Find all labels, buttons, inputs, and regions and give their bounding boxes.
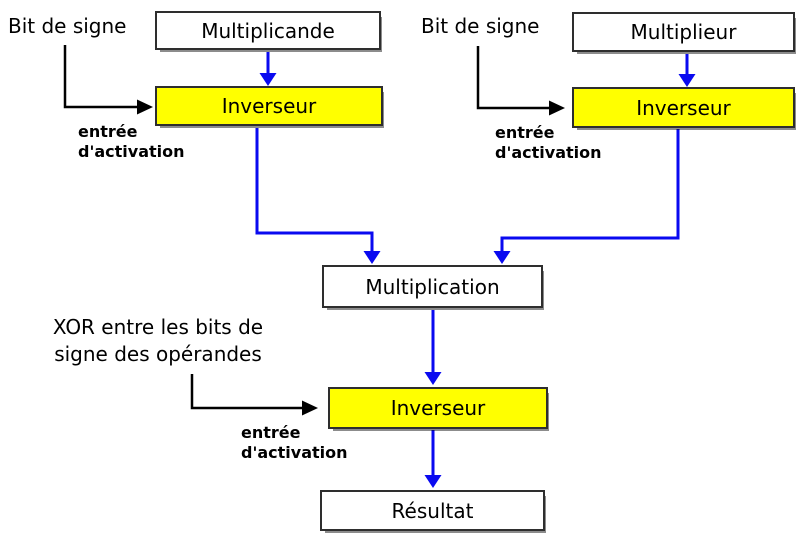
activation-label-bottom-line1: entrée (241, 423, 301, 442)
arrow-signbit-right-to-inverseur (476, 46, 565, 116)
activation-label-right: entrée d'activation (495, 123, 602, 163)
box-multiplication-label: Multiplication (365, 274, 500, 299)
box-inverseur-right: Inverseur (572, 87, 795, 128)
box-inverseur-left: Inverseur (155, 86, 383, 126)
arrow-multiplication-to-inverseur (424, 310, 442, 385)
xor-label-line1: XOR entre les bits de (52, 315, 264, 339)
box-inverseur-bottom-label: Inverseur (390, 396, 486, 420)
activation-label-left: entrée d'activation (78, 122, 185, 162)
box-inverseur-left-label: Inverseur (221, 94, 317, 118)
arrow-multiplicande-to-inverseur (259, 52, 277, 86)
activation-label-left-line2: d'activation (78, 142, 185, 161)
activation-label-bottom: entrée d'activation (241, 423, 348, 463)
activation-label-bottom-line2: d'activation (241, 443, 348, 462)
box-multiplicande-label: Multiplicande (201, 18, 335, 43)
box-multiplicande: Multiplicande (155, 11, 381, 50)
box-resultat-label: Résultat (391, 498, 474, 523)
xor-label: XOR entre les bits de signe des opérande… (36, 314, 280, 368)
xor-label-line2: signe des opérandes (54, 342, 262, 366)
sign-bit-label-left: Bit de signe (8, 14, 127, 38)
arrow-inverseur-to-resultat (424, 430, 442, 488)
box-multiplication: Multiplication (322, 265, 543, 308)
box-multiplieur-label: Multiplieur (630, 20, 737, 44)
arrow-xor-to-inverseur (190, 374, 318, 416)
arrow-inverseur-left-to-multiplication (255, 128, 381, 264)
arrow-multiplieur-to-inverseur (678, 54, 696, 87)
sign-bit-label-right: Bit de signe (421, 14, 540, 38)
box-multiplieur: Multiplieur (572, 12, 795, 52)
activation-label-right-line2: d'activation (495, 143, 602, 162)
box-inverseur-bottom: Inverseur (328, 387, 548, 429)
box-inverseur-right-label: Inverseur (636, 95, 731, 120)
box-resultat: Résultat (320, 490, 545, 531)
arrow-signbit-left-to-inverseur (63, 45, 153, 115)
activation-label-left-line1: entrée (78, 122, 138, 141)
activation-label-right-line1: entrée (495, 123, 555, 142)
